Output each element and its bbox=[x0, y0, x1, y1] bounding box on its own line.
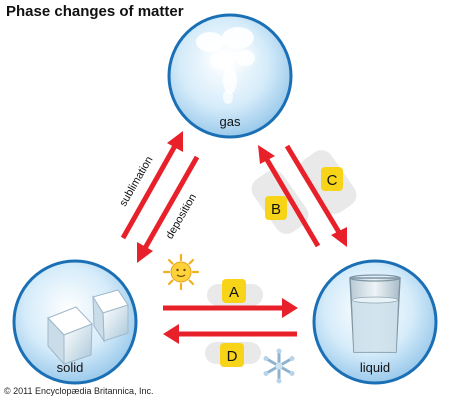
transition-b-label: B bbox=[271, 201, 281, 218]
transition-c-badge bbox=[321, 167, 343, 191]
transition-d-badge bbox=[220, 343, 244, 367]
transition-b-badge bbox=[265, 196, 287, 220]
transition-b-arrow: B bbox=[251, 145, 321, 248]
gas-label: gas bbox=[220, 114, 241, 129]
water-glass-icon bbox=[349, 274, 401, 353]
liquid-state: liquid bbox=[312, 259, 438, 385]
diagram-title: Phase changes of matter bbox=[6, 3, 184, 20]
sun-icon bbox=[162, 253, 200, 291]
solid-label: solid bbox=[57, 360, 84, 375]
ice-cubes-icon bbox=[47, 289, 129, 366]
transition-a-label: A bbox=[229, 284, 239, 301]
solid-state: solid bbox=[12, 259, 138, 385]
copyright-credit: © 2011 Encyclopædia Britannica, Inc. bbox=[4, 386, 154, 396]
transition-d-label: D bbox=[227, 348, 238, 365]
steam-cloud-icon bbox=[196, 27, 262, 104]
liquid-label: liquid bbox=[360, 360, 390, 375]
transition-c-label: C bbox=[327, 172, 338, 189]
transition-c-arrow: C bbox=[284, 144, 357, 247]
snowflake-icon bbox=[263, 348, 295, 384]
gas-state: gas bbox=[167, 13, 293, 139]
transition-d-arrow: D bbox=[163, 324, 297, 367]
transition-a-badge bbox=[222, 279, 246, 303]
deposition-label: deposition bbox=[164, 192, 199, 241]
sublimation-label: sublimation bbox=[117, 154, 155, 208]
transition-a-arrow: A bbox=[163, 279, 298, 318]
